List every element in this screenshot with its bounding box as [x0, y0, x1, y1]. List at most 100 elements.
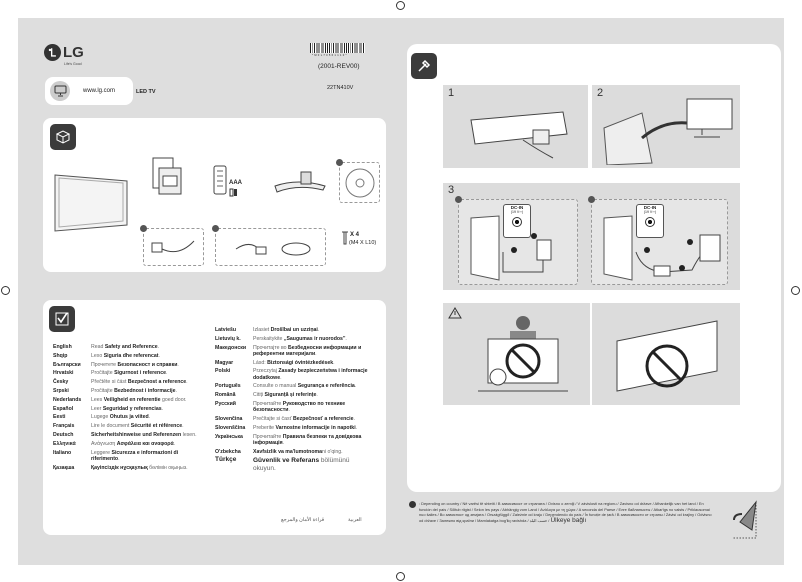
instruction-bold: Segurança e referência: [297, 383, 355, 390]
screw-spec: (M4 X L10): [349, 240, 377, 246]
language-row: Русский Прочитайте Руководство по технике…: [215, 401, 370, 413]
step-2-panel: 2: [592, 85, 740, 168]
instruction-pre: Прочитајте во: [253, 344, 289, 351]
language-instruction: Přečtěte si část Bezpečnost a reference.: [91, 379, 201, 385]
footnote-last: Ülkeye bağlı: [550, 516, 587, 524]
registration-mark: [791, 286, 800, 295]
language-instruction: Przeczytaj Zasady bezpieczeństwa i infor…: [253, 368, 370, 380]
optional-icon: [212, 225, 219, 232]
instruction-post: .: [333, 359, 335, 366]
arabic-text: قراءة الأمان والمرجع: [281, 517, 325, 523]
language-instruction: Pročitajte Bezbednost i informacije.: [91, 388, 201, 394]
instruction-bold: Veiligheid en referentie: [103, 396, 161, 403]
optional-icon: [455, 196, 462, 203]
language-name: Türkçe: [215, 456, 237, 464]
language-instruction: Consulte o manual Segurança e referência…: [253, 383, 370, 389]
language-name: Shqip: [53, 352, 68, 359]
instruction-post: .: [280, 374, 282, 381]
instruction-bold: Safety and Reference: [104, 344, 158, 350]
tagline: Life's Good: [64, 62, 82, 66]
language-name: English: [53, 344, 72, 350]
optional-icon: [140, 225, 147, 232]
instruction-pre: Izlasiet: [253, 327, 271, 333]
optional-icon: [336, 159, 343, 166]
instruction-post: .: [173, 440, 176, 447]
instruction-pre: Lugege: [91, 414, 110, 421]
accessories-panel: AAA X 4 (M4 X L10): [43, 118, 386, 272]
instruction-post: .: [355, 424, 358, 431]
language-name: Български: [53, 361, 81, 368]
instruction-bold: Sicurezza e informazioni di riferimento: [91, 449, 179, 462]
revision-label: (2001-REV00): [318, 63, 360, 70]
language-instruction: Leggere Sicurezza e informazioni di rife…: [91, 450, 201, 462]
language-row: Português Consulte o manual Segurança e r…: [215, 383, 370, 389]
website-link[interactable]: www.lg.com: [83, 88, 116, 94]
instruction-pre: Perskaitykite: [253, 335, 284, 342]
instruction-pre: Preberite: [253, 424, 276, 431]
step-number: 2: [597, 87, 604, 99]
instruction-bold: Seguridad y referencias: [102, 405, 162, 412]
batteries-icon: [229, 188, 237, 197]
instruction-pre: Consulte o manual: [253, 383, 298, 390]
step-number: 1: [448, 87, 455, 99]
instruction-pre: Lees: [91, 396, 104, 403]
registration-mark: [396, 572, 405, 581]
registration-mark: [1, 286, 10, 295]
language-name: Русский: [215, 400, 236, 407]
language-name: Português: [215, 383, 241, 390]
connection-option-2: DC-IN (19 V⎓): [588, 196, 728, 285]
language-name: Română: [215, 392, 236, 399]
instruction-post: бөлімін оқыңыз.: [147, 464, 188, 471]
instruction-bold: Bezpečnosť a referencie: [293, 415, 354, 422]
tv-illustration: [54, 174, 128, 232]
model-number: 22TN410V: [327, 85, 354, 91]
instruction-pre: Lásd:: [253, 359, 268, 366]
language-name: O'zbekcha: [215, 448, 241, 455]
optional-icon: [409, 501, 416, 508]
instruction-post: .: [354, 383, 357, 390]
warning-icon: [448, 307, 462, 319]
instruction-post: .: [353, 415, 355, 422]
language-name: Polski: [215, 368, 231, 375]
language-instruction: Read Safety and Reference.: [91, 344, 201, 350]
language-instruction: Прочитайте Руководство по технике безопа…: [253, 401, 370, 413]
language-name: Українська: [215, 433, 243, 440]
optional-icon: [588, 196, 595, 203]
step-3-panel: 3 DC-IN (19 V⎓) DC-IN (19 V⎓): [443, 183, 740, 290]
instruction-post: .: [161, 405, 164, 412]
instruction-post: .: [177, 361, 179, 368]
instruction-bold: Ohutus ja viited: [109, 414, 149, 421]
power-adapter-icon: [151, 240, 195, 253]
product-type: LED TV: [136, 89, 156, 95]
language-name: Ελληνικά: [53, 440, 76, 447]
do-not-press-screen-illustration: [478, 316, 568, 392]
barcode-text: * M F L 7 0 5 6 1 1 1 0 *: [312, 54, 347, 57]
remote-illustration: [213, 165, 227, 195]
instruction-post: .: [317, 327, 320, 333]
box-icon: [50, 124, 76, 150]
instruction-bold: Siguranță și referințe: [264, 392, 317, 399]
instruction-bold: Varnostne informacije in napotki: [275, 424, 356, 431]
cables-optional: [212, 225, 326, 266]
language-instruction: Perskaitykite „Saugumas ir nuorodos".: [253, 336, 370, 342]
instruction-bold: Безбедносни информации и референтни мате…: [253, 344, 362, 357]
instruction-pre: Citiți: [253, 392, 265, 399]
instruction-bold: Руководство по технике безопасности: [253, 400, 346, 414]
language-instruction: Izlasiet Drošībai un uzziņai.: [253, 327, 370, 333]
language-name: Česky: [53, 379, 69, 386]
language-name: Magyar: [215, 359, 234, 366]
language-instruction: Prečítajte si časť Bezpečnosť a referenc…: [253, 416, 370, 422]
dc-in-port-callout: DC-IN (19 V⎓): [503, 204, 531, 238]
screw-count: X 4: [350, 232, 360, 238]
monitor-icon: [50, 81, 70, 101]
